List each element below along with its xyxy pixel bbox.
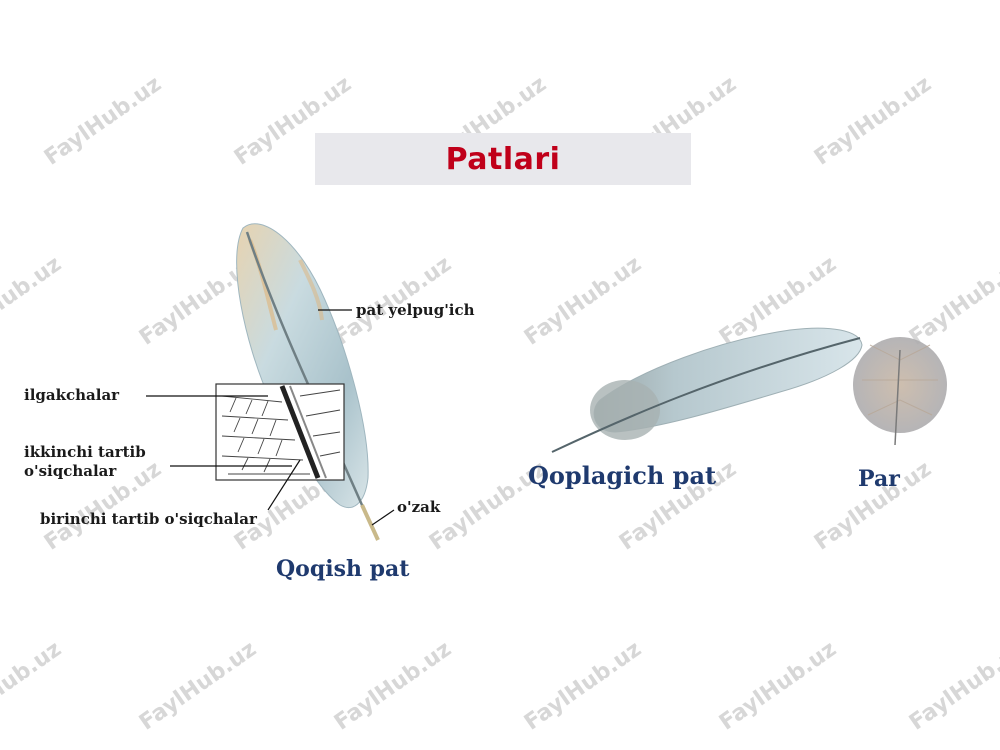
down-feather bbox=[853, 337, 947, 446]
label-vane: pat yelpug'ich bbox=[356, 301, 475, 319]
caption-down-feather: Par bbox=[858, 466, 900, 492]
label-barbules: ilgakchalar bbox=[24, 386, 120, 404]
label-secondary-line1: ikkinchi tartib bbox=[24, 443, 146, 461]
label-secondary-line2: o'siqchalar bbox=[24, 462, 117, 480]
caption-covert-feather: Qoplagich pat bbox=[528, 461, 717, 490]
page-title: Patlari bbox=[445, 141, 561, 177]
label-primary: birinchi tartib o'siqchalar bbox=[40, 510, 257, 528]
caption-contour-feather: Qoqish pat bbox=[276, 556, 410, 582]
contour-feather bbox=[146, 223, 395, 541]
label-shaft: o'zak bbox=[397, 498, 441, 516]
title-band: Patlari bbox=[315, 133, 691, 185]
covert-feather bbox=[551, 327, 863, 453]
